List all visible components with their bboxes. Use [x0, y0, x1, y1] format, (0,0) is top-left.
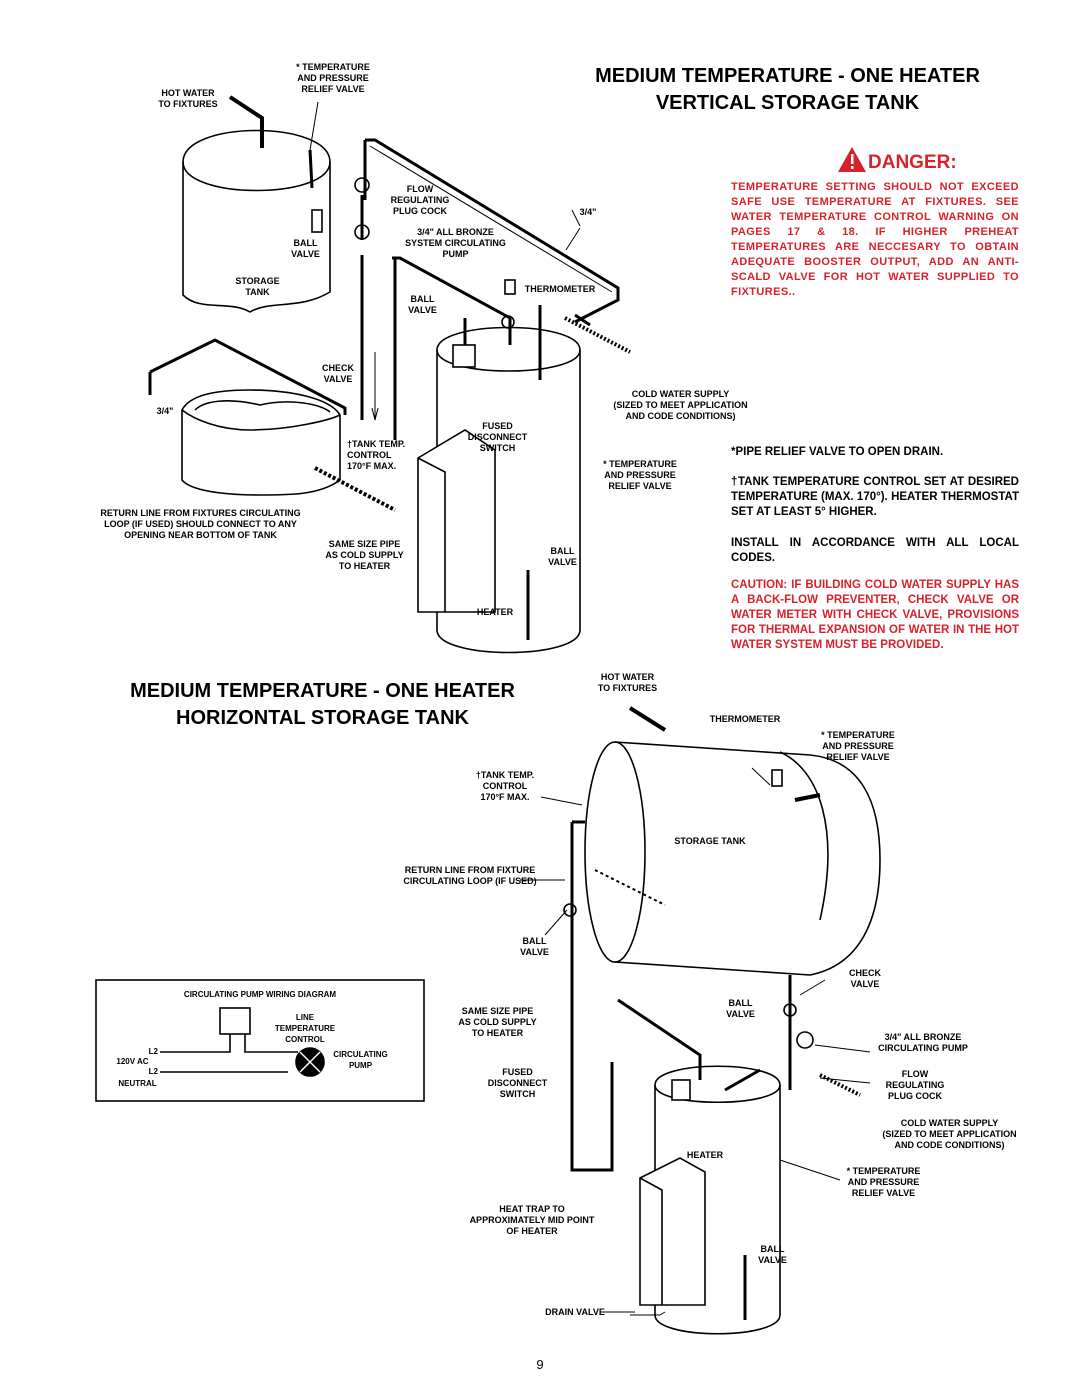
label-h-ball-valve-3: BALL VALVE: [758, 1244, 787, 1265]
note-caution: CAUTION: IF BUILDING COLD WATER SUPPLY H…: [731, 579, 1019, 651]
label-h-tank-temp: †TANK TEMP. CONTROL 170°F MAX.: [475, 770, 535, 802]
label-h-relief-top: * TEMPERATURE AND PRESSURE RELIEF VALVE: [821, 730, 895, 762]
danger-warning-icon: [838, 147, 866, 172]
wiring-neutral: NEUTRAL: [118, 1079, 157, 1088]
note-local-codes: INSTALL IN ACCORDANCE WITH ALL LOCAL COD…: [731, 537, 1019, 564]
wiring-line-control: LINE TEMPERATURE CONTROL: [274, 1013, 336, 1044]
label-h-ball-valve-1: BALL VALVE: [520, 936, 549, 957]
label-h-drain-valve: DRAIN VALVE: [545, 1307, 605, 1317]
label-h-thermometer: THERMOMETER: [709, 714, 781, 724]
vertical-hot-pipe: [228, 95, 264, 148]
label-hot-water: HOT WATER TO FIXTURES: [158, 88, 218, 109]
label-relief-heater: * TEMPERATURE AND PRESSURE RELIEF VALVE: [603, 459, 677, 491]
label-cold-supply: COLD WATER SUPPLY (SIZED TO MEET APPLICA…: [613, 389, 748, 421]
label-h-cold-supply: COLD WATER SUPPLY (SIZED TO MEET APPLICA…: [882, 1118, 1017, 1150]
label-h-heater: HEATER: [686, 1150, 724, 1160]
vertical-return-tank: [181, 389, 341, 496]
label-h-fused-switch: FUSED DISCONNECT SWITCH: [487, 1067, 548, 1099]
label-vertical-heater: HEATER: [476, 607, 514, 617]
wiring-l2-top: L2: [148, 1047, 158, 1056]
label-h-heat-trap: HEAT TRAP TO APPROXIMATELY MID POINT OF …: [469, 1204, 595, 1236]
note-tank-control: †TANK TEMPERATURE CONTROL SET AT DESIRED…: [731, 476, 1019, 518]
label-ball-valve-2: BALL VALVE: [408, 294, 437, 315]
label-fused-switch: FUSED DISCONNECT SWITCH: [467, 421, 528, 453]
horizontal-heater: [639, 1065, 781, 1335]
label-h-storage-tank: STORAGE TANK: [674, 836, 746, 846]
wiring-title: CIRCULATING PUMP WIRING DIAGRAM: [183, 990, 337, 999]
label-thermometer: THERMOMETER: [524, 284, 596, 294]
vertical-heater: [417, 318, 581, 654]
vertical-section-title: MEDIUM TEMPERATURE - ONE HEATER VERTICAL…: [595, 65, 980, 114]
label-vertical-pump: 3/4" ALL BRONZE SYSTEM CIRCULATING PUMP: [405, 227, 506, 259]
danger-heading: DANGER:: [868, 152, 957, 173]
label-h-same-size: SAME SIZE PIPE AS COLD SUPPLY TO HEATER: [458, 1006, 537, 1038]
note-relief-drain: *PIPE RELIEF VALVE TO OPEN DRAIN.: [731, 446, 944, 458]
label-three-quarter-a: 3/4": [579, 207, 597, 217]
page-number: 9: [536, 1357, 544, 1372]
vertical-upper-loop: [363, 138, 620, 324]
label-h-hot-water: HOT WATER TO FIXTURES: [597, 672, 658, 693]
wiring-voltage: 120V AC: [116, 1057, 149, 1066]
label-check-valve: CHECK VALVE: [321, 363, 354, 384]
horizontal-section-title: MEDIUM TEMPERATURE - ONE HEATER HORIZONT…: [130, 680, 515, 729]
label-h-return-line: RETURN LINE FROM FIXTURE CIRCULATING LOO…: [403, 865, 537, 886]
vertical-storage-tank: [182, 129, 331, 313]
label-three-quarter-b: 3/4": [156, 406, 174, 416]
label-tank-temp-control: †TANK TEMP. CONTROL 170°F MAX.: [347, 439, 406, 471]
wiring-pump: CIRCULATING PUMP: [333, 1050, 388, 1070]
label-relief-top: * TEMPERATURE AND PRESSURE RELIEF VALVE: [296, 62, 370, 94]
label-return-line: RETURN LINE FROM FIXTURES CIRCULATING LO…: [100, 508, 301, 540]
label-ball-valve-3: BALL VALVE: [548, 546, 577, 567]
wiring-l2-bottom: L2: [148, 1067, 158, 1076]
label-h-ball-valve-2: BALL VALVE: [726, 998, 755, 1019]
wiring-diagram: [95, 979, 425, 1102]
label-same-size-pipe: SAME SIZE PIPE AS COLD SUPPLY TO HEATER: [325, 539, 404, 571]
danger-text: TEMPERATURE SETTING SHOULD NOT EXCEED SA…: [731, 181, 1019, 298]
label-storage-tank: STORAGE TANK: [235, 276, 280, 297]
label-h-pump: 3/4" ALL BRONZE CIRCULATING PUMP: [878, 1032, 968, 1053]
horizontal-storage-tank: [584, 741, 881, 976]
label-h-check-valve: CHECK VALVE: [848, 968, 881, 989]
label-h-relief-heater: * TEMPERATURE AND PRESSURE RELIEF VALVE: [846, 1166, 921, 1198]
label-h-flow: FLOW REGULATING PLUG COCK: [885, 1069, 945, 1101]
label-ball-valve-1: BALL VALVE: [291, 238, 320, 259]
label-flow-regulating: FLOW REGULATING PLUG COCK: [390, 184, 450, 216]
